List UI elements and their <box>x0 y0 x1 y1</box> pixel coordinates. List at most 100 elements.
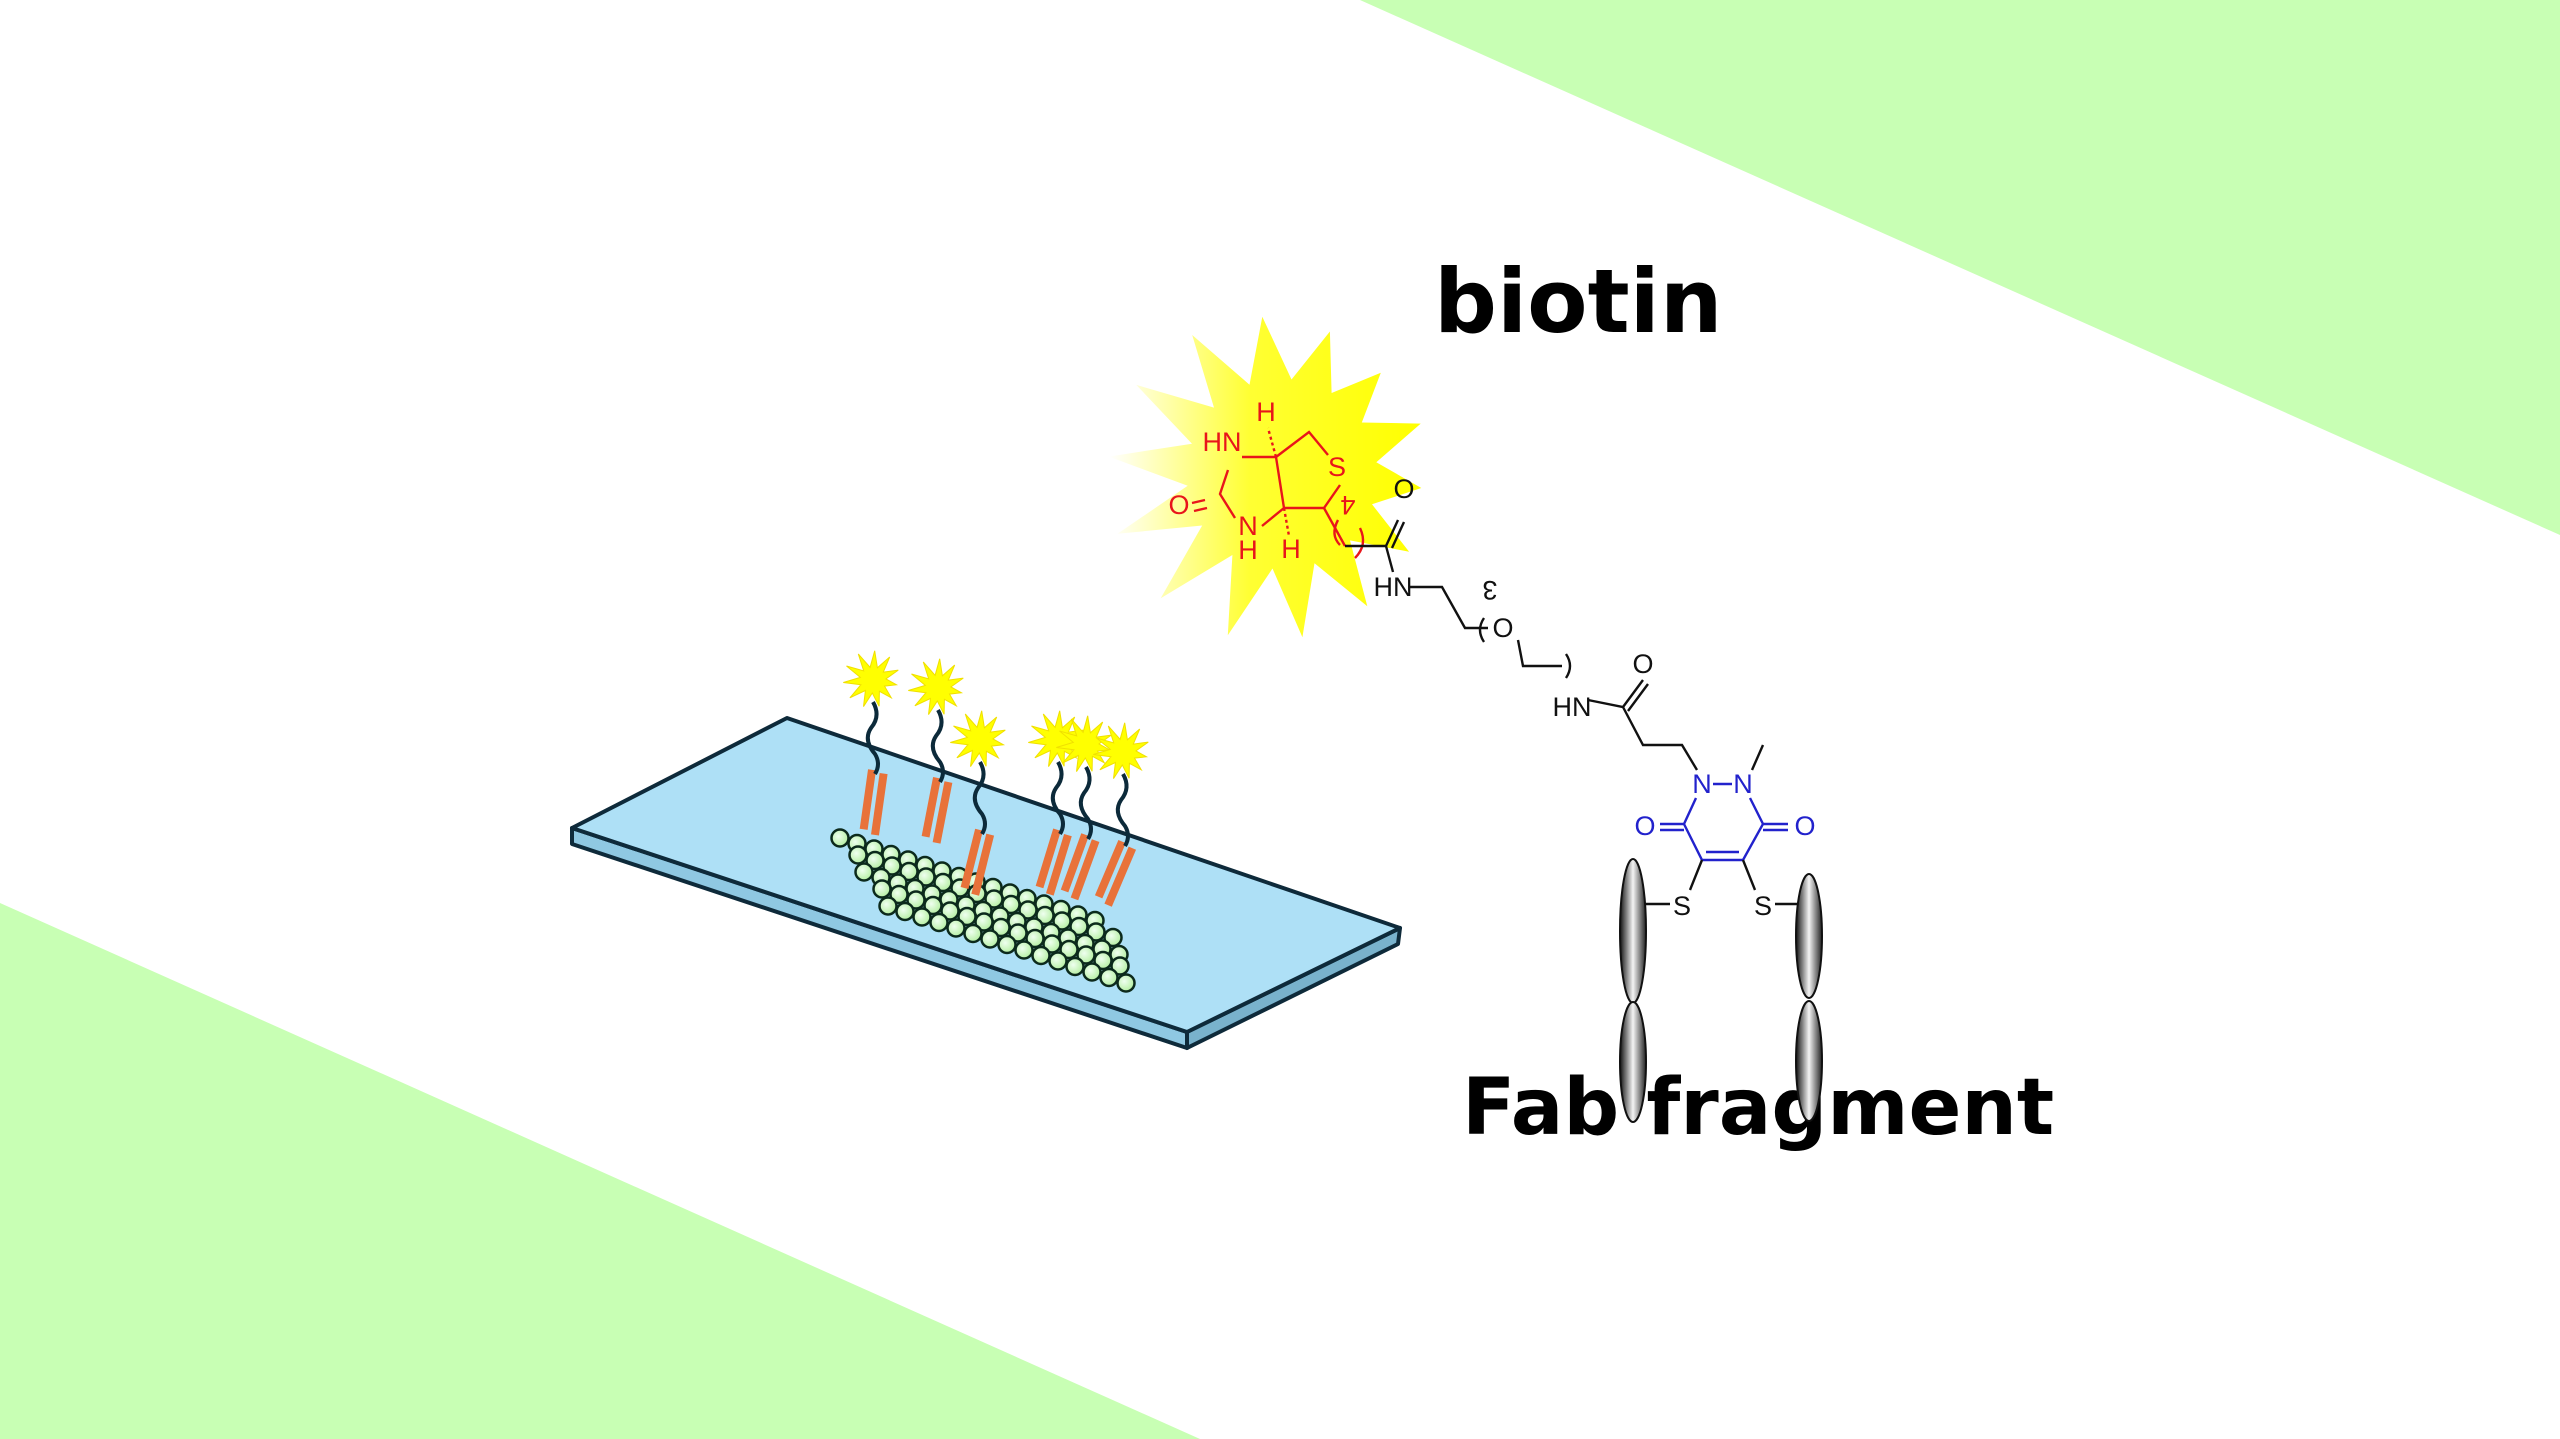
biotin-starburst-icon <box>1108 316 1422 638</box>
atom-h-bottom: H <box>1281 534 1301 564</box>
bead <box>865 850 885 871</box>
repeat-count-3: 3 <box>1482 575 1497 605</box>
atom-s-left: S <box>1673 891 1691 921</box>
atom-o-right: O <box>1794 811 1815 841</box>
bead <box>848 845 868 865</box>
atom-n: N <box>1238 511 1258 541</box>
linker-strand <box>1078 766 1093 841</box>
bead <box>963 923 983 944</box>
anchor-bar <box>1070 839 1100 901</box>
anchor-bar <box>871 772 888 836</box>
linker-strand <box>972 761 987 836</box>
biotin-star-icon <box>1056 715 1112 772</box>
bead <box>1086 922 1106 942</box>
bead <box>1052 911 1072 931</box>
bead <box>933 872 953 893</box>
bead <box>946 918 966 938</box>
atom-nh-h: H <box>1238 535 1258 565</box>
bead <box>830 828 850 848</box>
anchor-bar <box>932 781 953 844</box>
atom-hn-2: HN <box>1553 692 1592 722</box>
bead <box>1031 945 1051 966</box>
bead <box>1014 940 1034 960</box>
atom-h-top: H <box>1256 397 1276 427</box>
bead <box>1076 945 1096 965</box>
bead <box>1025 928 1045 949</box>
biotin-label: biotin <box>1434 250 1723 353</box>
bead <box>1069 916 1089 937</box>
anchor-bar <box>859 769 876 830</box>
atom-o-left: O <box>1634 811 1655 841</box>
linker-strand <box>930 709 945 784</box>
anchor-bar <box>971 833 995 896</box>
atom-hn: HN <box>1203 427 1242 457</box>
bead <box>1065 956 1085 977</box>
bead <box>1018 900 1038 920</box>
bead <box>1042 934 1062 954</box>
bead <box>923 895 943 916</box>
atom-o-amide-1: O <box>1393 474 1414 504</box>
anchor-bar <box>1035 828 1061 889</box>
anchor-bar <box>1104 846 1137 907</box>
biotin-star-icon <box>843 650 899 707</box>
biotin-structure <box>1191 427 1365 559</box>
anchor-bar <box>921 777 941 838</box>
bead <box>940 901 960 921</box>
bead <box>1082 962 1102 982</box>
bead <box>1059 939 1079 960</box>
bead <box>1093 950 1113 971</box>
atom-o-amide-2: O <box>1632 649 1653 679</box>
pyridazinedione-ring <box>1660 782 1788 862</box>
bead <box>984 889 1004 909</box>
bead <box>997 934 1017 955</box>
bead <box>1110 956 1130 976</box>
linker-strand <box>1050 761 1065 836</box>
green-background-band-bottom-left <box>0 903 1200 1439</box>
atom-n1: N <box>1692 769 1712 799</box>
bead <box>991 917 1011 938</box>
bead <box>916 867 936 887</box>
atom-o: O <box>1168 490 1189 520</box>
anchor-bar <box>1060 833 1089 893</box>
biotin-star-icon <box>950 710 1006 767</box>
bead <box>882 856 902 876</box>
bead <box>1035 905 1055 926</box>
bead <box>929 912 949 933</box>
bead <box>974 912 994 932</box>
surface-immobilized-biotin <box>830 650 1149 993</box>
thioether-bonds <box>1645 859 1798 906</box>
peg-linker <box>1345 519 1765 771</box>
anchor-bar <box>1094 840 1126 899</box>
fab-fragment-label: Fab fragment <box>1462 1063 2054 1153</box>
biotin-star-icon <box>1093 722 1149 779</box>
bead <box>889 884 909 905</box>
bead <box>1116 973 1136 993</box>
bead <box>895 901 915 922</box>
bead <box>957 906 977 927</box>
bead <box>878 896 898 916</box>
bead <box>1001 894 1021 915</box>
biotin-star-icon <box>908 658 964 715</box>
bead <box>1099 967 1119 988</box>
anchor-bar <box>960 828 983 889</box>
anchor-bar <box>1045 833 1072 896</box>
atom-n2: N <box>1733 769 1753 799</box>
linker-strand <box>865 701 880 776</box>
atom-hn-1: HN <box>1374 572 1413 602</box>
glass-slide <box>570 716 1402 1050</box>
atom-s-right: S <box>1754 891 1772 921</box>
bead <box>912 907 932 927</box>
atom-s: S <box>1328 452 1346 482</box>
green-background-band-top-right <box>1360 0 2560 535</box>
linker-strand <box>1115 773 1130 848</box>
bead <box>1008 923 1028 943</box>
bead <box>854 862 874 882</box>
bead <box>906 890 926 910</box>
bead <box>872 879 892 899</box>
repeat-count-4: 4 <box>1340 490 1355 520</box>
atom-o-peg: O <box>1492 613 1513 643</box>
bead <box>899 861 919 882</box>
fab-fragment-icon <box>1619 858 1823 1123</box>
bead <box>1048 951 1068 971</box>
